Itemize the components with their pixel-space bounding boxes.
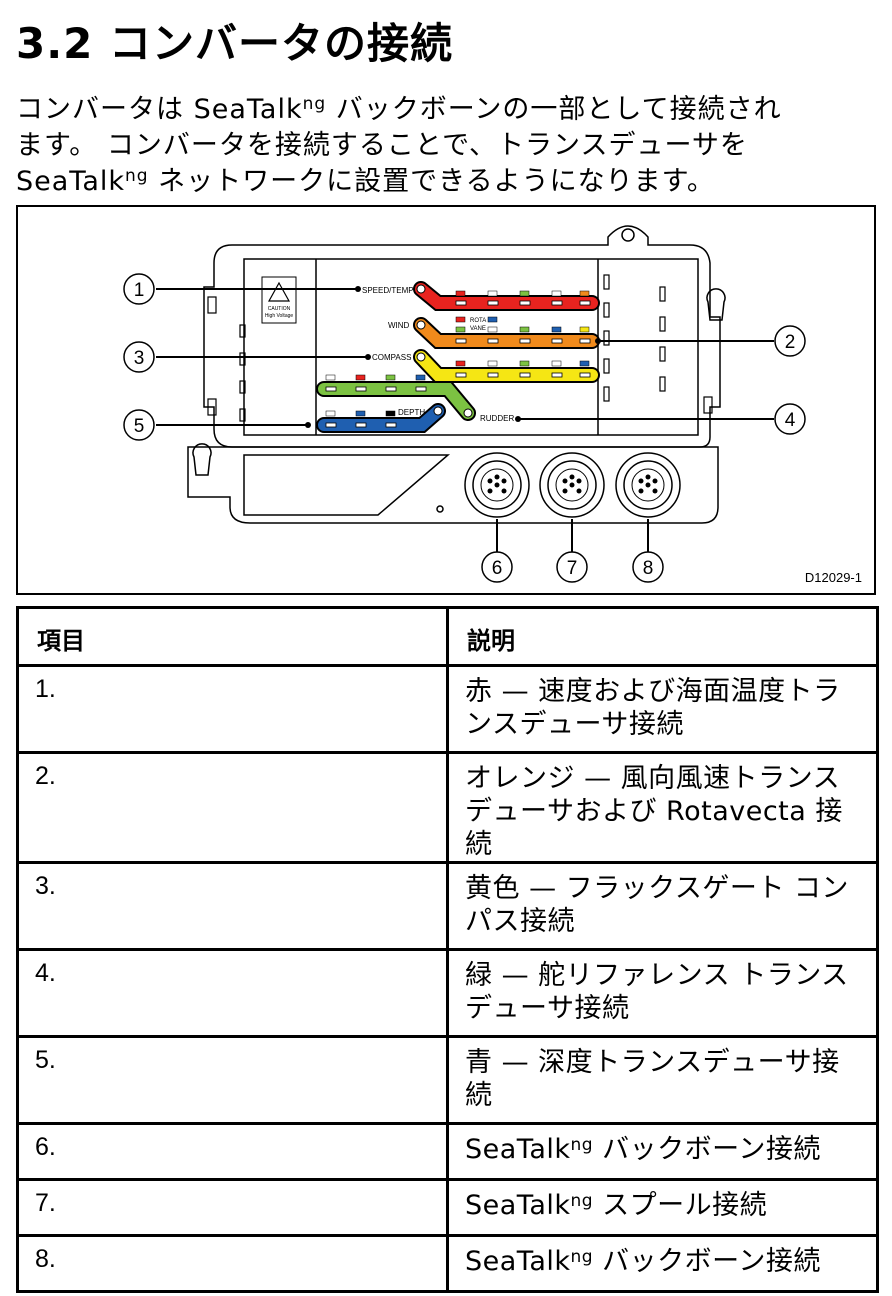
header-description: 説明 <box>446 606 879 667</box>
row-desc-sup: ng <box>570 1191 594 1211</box>
leader-dots <box>305 286 601 428</box>
label-vane: VANE <box>470 326 486 332</box>
row-description: 赤 — 速度および海面温度トランスデューサ接続 <box>446 664 879 754</box>
callouts: 1 2 3 4 5 6 7 8 <box>123 273 806 583</box>
row-description: 青 — 深度トランスデューサ接続 <box>446 1035 879 1125</box>
row-number: 5. <box>16 1035 449 1125</box>
label-rudder: RUDDER <box>480 414 514 423</box>
callout-5: 5 <box>123 409 155 441</box>
svg-text:4: 4 <box>785 410 796 431</box>
table-row: 4. 緑 — 舵リファレンス トランスデューサ接続 <box>16 948 879 1038</box>
connector-7 <box>539 452 605 518</box>
svg-text:1: 1 <box>134 280 145 301</box>
callout-4: 4 <box>774 403 806 435</box>
callout-8: 8 <box>632 551 664 583</box>
cable-slots <box>207 274 713 422</box>
table-row: 8. SeaTalkng バックボーン接続 <box>16 1234 879 1293</box>
row-desc-pre: SeaTalk <box>465 1134 571 1165</box>
intro-paragraph: コンバータは SeaTalkng バックボーンの一部として接続され ます。 コン… <box>16 92 876 200</box>
callout-2: 2 <box>774 325 806 357</box>
row-description: 緑 — 舵リファレンス トランスデューサ接続 <box>446 948 879 1038</box>
row-description: SeaTalkng バックボーン接続 <box>446 1122 879 1181</box>
converter-diagram: CAUTION High Voltage <box>16 205 876 595</box>
callout-6: 6 <box>481 551 513 583</box>
row-number: 6. <box>16 1122 449 1181</box>
label-speed-temp: SPEED/TEMP <box>362 286 414 295</box>
table-row: 6. SeaTalkng バックボーン接続 <box>16 1122 879 1181</box>
svg-text:2: 2 <box>785 332 796 353</box>
figure-code: D12029-1 <box>804 570 862 585</box>
row-number: 3. <box>16 861 449 951</box>
svg-text:5: 5 <box>134 416 145 437</box>
caution-text: CAUTION <box>268 306 291 312</box>
intro-line3-sup: ng <box>125 166 149 186</box>
header-item: 項目 <box>16 606 449 667</box>
row-desc-post: スプール接続 <box>593 1190 768 1221</box>
leader-lines <box>156 288 774 553</box>
table-row: 5. 青 — 深度トランスデューサ接続 <box>16 1035 879 1125</box>
label-rota: ROTA <box>470 318 486 324</box>
row-description: 黄色 — フラックスゲート コンパス接続 <box>446 861 879 951</box>
svg-text:3: 3 <box>134 348 145 369</box>
row-desc-sup: ng <box>570 1247 594 1267</box>
intro-line1-sup: ng <box>302 94 327 114</box>
table-header-row: 項目 説明 <box>16 606 879 667</box>
terminal-strip-orange <box>413 317 600 349</box>
svg-text:7: 7 <box>567 558 578 579</box>
callout-7: 7 <box>556 551 588 583</box>
row-desc-post: バックボーン接続 <box>593 1134 821 1165</box>
row-description: SeaTalkng バックボーン接続 <box>446 1234 879 1293</box>
table-row: 7. SeaTalkng スプール接続 <box>16 1178 879 1237</box>
row-number: 1. <box>16 664 449 754</box>
table-row: 1. 赤 — 速度および海面温度トランスデューサ接続 <box>16 664 879 754</box>
row-desc-pre: SeaTalk <box>465 1246 571 1277</box>
row-number: 4. <box>16 948 449 1038</box>
enclosure-outline <box>187 225 721 524</box>
row-desc-pre: SeaTalk <box>465 1190 571 1221</box>
callout-1: 1 <box>123 273 155 305</box>
row-desc-post: バックボーン接続 <box>593 1246 821 1277</box>
converter-drawing: CAUTION High Voltage <box>123 225 806 583</box>
row-number: 8. <box>16 1234 449 1293</box>
intro-line1-pre: コンバータは SeaTalk <box>16 94 303 125</box>
terminal-strip-yellow <box>413 349 600 383</box>
row-number: 2. <box>16 751 449 864</box>
table-row: 3. 黄色 — フラックスゲート コンパス接続 <box>16 861 879 951</box>
section-heading: 3.2 コンバータの接続 <box>16 19 454 68</box>
label-compass: COMPASS <box>372 353 411 362</box>
strip-terminals <box>325 300 591 428</box>
items-table: 項目 説明 1. 赤 — 速度および海面温度トランスデューサ接続 2. オレンジ… <box>16 606 879 1293</box>
table-row: 2. オレンジ — 風向風速トランスデューサおよび Rotavecta 接続 <box>16 751 879 864</box>
row-number: 7. <box>16 1178 449 1237</box>
connector-6 <box>464 452 530 518</box>
row-description: SeaTalkng スプール接続 <box>446 1178 879 1237</box>
row-description: オレンジ — 風向風速トランスデューサおよび Rotavecta 接続 <box>446 751 879 864</box>
color-keys <box>325 290 590 417</box>
svg-text:6: 6 <box>492 558 503 579</box>
high-voltage-text: High Voltage <box>265 313 294 319</box>
mounting-holes <box>192 228 726 513</box>
label-wind: WIND <box>388 321 410 330</box>
warning-icon <box>267 281 291 302</box>
label-depth: DEPTH <box>398 408 425 417</box>
connector-8 <box>615 452 681 518</box>
intro-line1-post: バックボーンの一部として接続され <box>326 94 782 125</box>
strip-labels: SPEED/TEMP WIND ROTA VANE COMPASS DEPTH … <box>362 286 514 423</box>
row-desc-sup: ng <box>570 1135 594 1155</box>
callout-3: 3 <box>123 341 155 373</box>
terminal-strip-red <box>413 281 600 311</box>
caution-label: CAUTION High Voltage <box>261 276 297 324</box>
intro-line2: ます。 コンバータを接続することで、トランスデューサを <box>16 130 748 161</box>
intro-line3-post: ネットワークに設置できるようになります。 <box>148 166 715 197</box>
svg-text:8: 8 <box>643 558 654 579</box>
intro-line3-pre: SeaTalk <box>16 166 126 197</box>
